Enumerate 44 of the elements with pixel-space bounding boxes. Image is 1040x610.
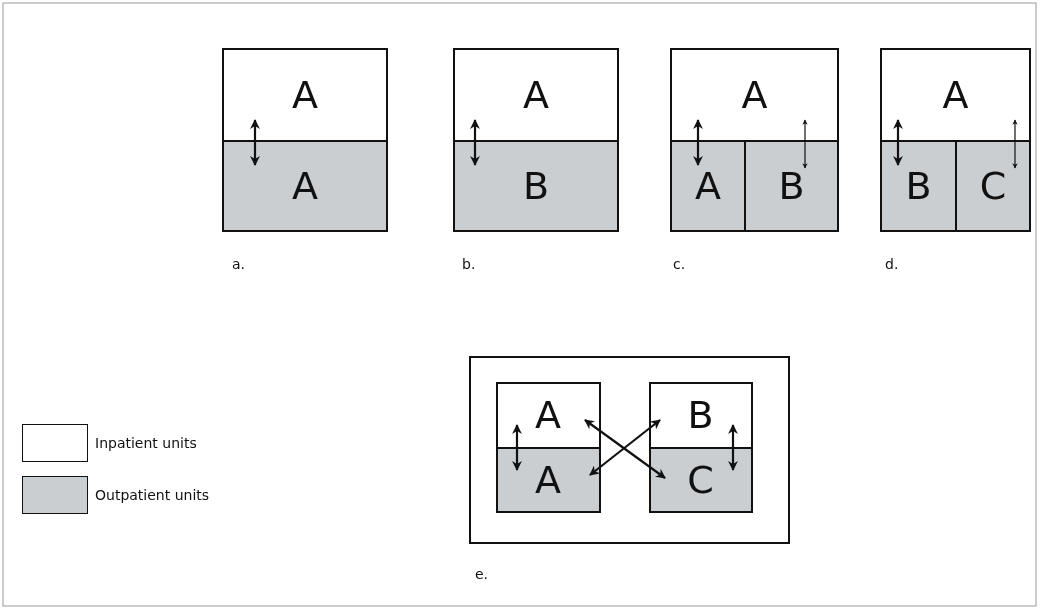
double-headed-arrow <box>512 424 522 471</box>
unit-letter: A <box>292 76 318 114</box>
outpatient-unit-box <box>955 140 1031 232</box>
legend-label: Outpatient units <box>95 487 210 503</box>
double-headed-arrow <box>1012 119 1018 169</box>
inpatient-unit-box <box>453 48 619 142</box>
inpatient-unit-box <box>880 48 1031 142</box>
unit-letter: B <box>687 396 714 434</box>
panel-label: e. <box>475 566 489 582</box>
outpatient-unit-box <box>880 140 957 232</box>
double-headed-arrow <box>250 119 260 166</box>
unit-letter: A <box>292 167 318 205</box>
outpatient-unit-box <box>670 140 746 232</box>
unit-letter: A <box>535 396 561 434</box>
double-headed-arrow <box>470 119 480 166</box>
outpatient-unit-box <box>744 140 839 232</box>
unit-letter: C <box>687 460 714 499</box>
unit-letter: A <box>942 76 969 114</box>
outpatient-unit-box <box>453 140 619 232</box>
unit-letter: A <box>523 76 549 114</box>
unit-letter: B <box>522 167 550 205</box>
double-headed-arrow <box>693 119 703 166</box>
outpatient-unit-box <box>222 140 388 232</box>
double-headed-arrow <box>728 424 738 471</box>
unit-letter: B <box>778 167 805 205</box>
panel-label: a. <box>232 256 246 272</box>
unit-letter: B <box>905 167 932 205</box>
panel-label: d. <box>885 256 899 272</box>
legend-label: Inpatient units <box>95 435 197 451</box>
outpatient-unit-box <box>648 446 753 513</box>
panel-label: b. <box>462 256 476 272</box>
unit-letter: A <box>741 76 768 114</box>
inpatient-unit-box <box>648 381 753 449</box>
enclosing-frame <box>469 356 790 544</box>
inpatient-unit-box <box>670 48 839 142</box>
double-headed-arrow <box>893 119 903 166</box>
panel-label: c. <box>673 256 686 272</box>
inpatient-unit-box <box>495 381 601 449</box>
double-headed-arrow <box>802 119 808 169</box>
unit-letter: C <box>979 167 1007 205</box>
unit-letter: A <box>695 167 721 205</box>
inpatient-unit-box <box>222 48 388 142</box>
unit-letter: A <box>535 460 561 499</box>
outpatient-unit-box <box>495 446 601 513</box>
